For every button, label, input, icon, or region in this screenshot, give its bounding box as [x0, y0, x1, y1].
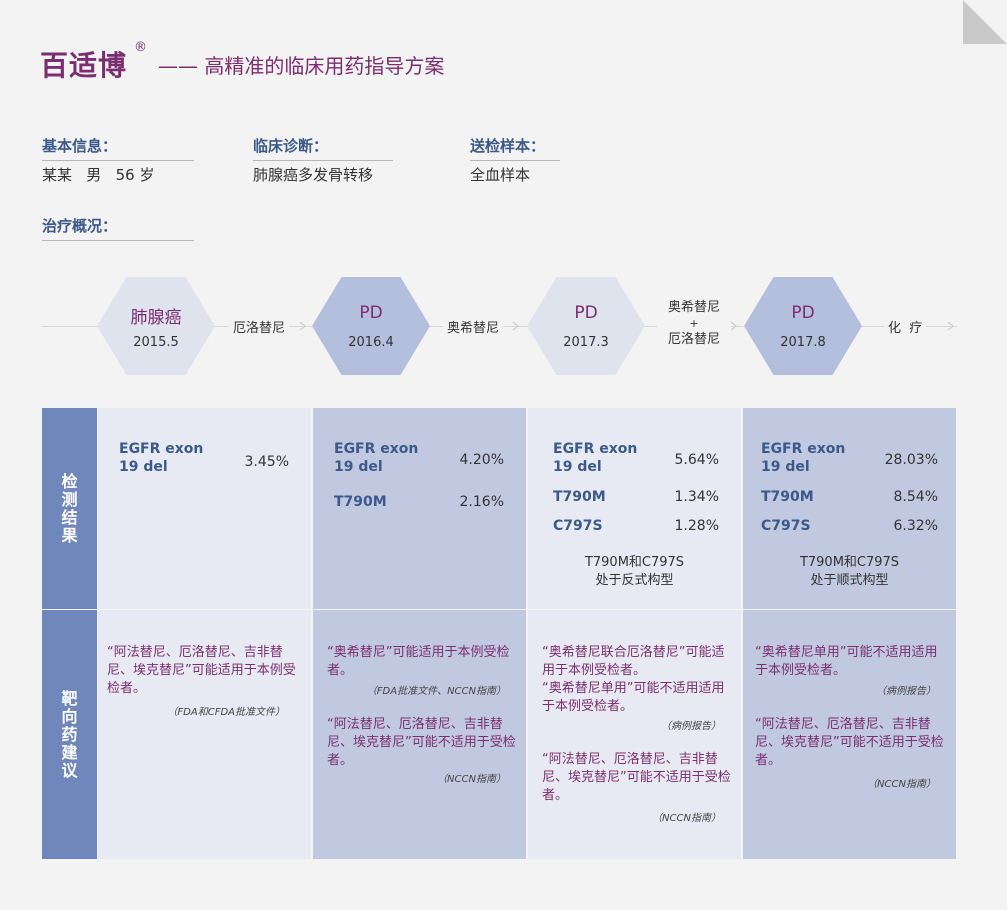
- header-char: 议: [61, 760, 78, 780]
- recommendation-column-1: “阿法替尼、厄洛替尼、吉非替尼、埃克替尼”可能适用于本例受检者。 （FDA和CF…: [98, 610, 311, 859]
- drug-label-2: 奥希替尼: [443, 317, 504, 336]
- gene-name: C797S: [761, 518, 811, 534]
- gene-percent: 4.20%: [459, 452, 504, 468]
- timeline-node-pd-3: PD 2017.8: [744, 277, 862, 375]
- node-date: 2017.3: [563, 335, 609, 350]
- note-line: 处于反式构型: [595, 573, 674, 588]
- gene-percent: 6.32%: [893, 518, 938, 534]
- gene-name: EGFR exon 19 del: [553, 441, 638, 475]
- gene-percent: 2.16%: [459, 494, 504, 510]
- gene-name: T790M: [761, 489, 814, 505]
- diagnosis-value: 肺腺癌多发骨转移: [253, 166, 374, 184]
- gene-name: C797S: [553, 518, 603, 534]
- treatment-label: 治疗概况：: [42, 215, 194, 241]
- recommendation-text: “奥希替尼”可能适用于本例受检者。: [327, 645, 510, 678]
- basic-info-label: 基本信息：: [42, 135, 194, 161]
- arrow-right-icon: [730, 321, 737, 331]
- node-date: 2015.5: [133, 335, 179, 350]
- drug-label-4: 化 疗: [884, 317, 927, 336]
- gene-percent: 8.54%: [893, 489, 938, 505]
- configuration-note: T790M和C797S 处于反式构型: [528, 554, 741, 590]
- header-char: 结: [61, 507, 78, 527]
- result-column-3: EGFR exon 19 del 5.64% T790M 1.34% C797S…: [528, 408, 741, 609]
- gene-name: T790M: [553, 489, 606, 505]
- header-char: 果: [61, 525, 78, 545]
- header-char: 药: [61, 724, 78, 744]
- note-line: T790M和C797S: [799, 555, 900, 570]
- timeline-node-diagnosis: 肺腺癌 2015.5: [97, 277, 215, 375]
- node-title: PD: [574, 303, 598, 323]
- header-char: 靶: [61, 688, 78, 708]
- gene-percent: 5.64%: [674, 452, 719, 468]
- configuration-note: T790M和C797S 处于顺式构型: [743, 554, 956, 590]
- recommendation-source: （FDA和CFDA批准文件）: [167, 707, 285, 718]
- drug-label-3: 奥希替尼 + 厄洛替尼: [657, 300, 731, 348]
- node-date: 2016.4: [348, 335, 394, 350]
- recommendation-column-2: “奥希替尼”可能适用于本例受检者。 （FDA批准文件、NCCN指南） “阿法替尼…: [313, 610, 526, 859]
- drug-label-1: 厄洛替尼: [229, 317, 290, 336]
- header-char: 向: [61, 706, 78, 726]
- arrow-right-icon: [512, 321, 519, 331]
- result-column-4: EGFR exon 19 del 28.03% T790M 8.54% C797…: [743, 408, 956, 609]
- registered-mark: ®: [134, 40, 147, 55]
- diagnosis-label: 临床诊断：: [253, 135, 393, 161]
- timeline-node-pd-2: PD 2017.3: [527, 277, 645, 375]
- gene-name: T790M: [334, 494, 387, 510]
- recommendation-column-4: “奥希替尼单用”可能不适用适用于本例受检者。 （病例报告） “阿法替尼、厄洛替尼…: [743, 610, 956, 859]
- node-title: 肺腺癌: [130, 308, 182, 328]
- recommendation-source: （病例报告）: [876, 686, 936, 697]
- recommendation-text: “奥希替尼单用”可能不适用适用于本例受检者。: [755, 645, 938, 678]
- brand-logo: 百适博: [40, 49, 128, 82]
- result-column-1: EGFR exon 19 del 3.45%: [98, 408, 311, 609]
- gene-percent: 3.45%: [244, 454, 289, 470]
- node-date: 2017.8: [780, 335, 826, 350]
- gene-name: EGFR exon 19 del: [334, 441, 419, 475]
- targeted-drug-header: 靶 向 药 建 议: [42, 610, 97, 859]
- recommendation-text: “奥希替尼联合厄洛替尼”可能适用于本例受检者。: [542, 645, 725, 678]
- recommendation-source: （FDA批准文件、NCCN指南）: [366, 686, 506, 697]
- result-column-2: EGFR exon 19 del 4.20% T790M 2.16%: [313, 408, 526, 609]
- recommendation-text: “阿法替尼、厄洛替尼、吉非替尼、埃克替尼”可能不适用于受检者。: [327, 717, 516, 768]
- recommendation-text: “阿法替尼、厄洛替尼、吉非替尼、埃克替尼”可能适用于本例受检者。: [107, 645, 296, 696]
- recommendation-text: “奥希替尼单用”可能不适用适用于本例受检者。: [542, 681, 725, 714]
- basic-info-value: 某某 男 56 岁: [42, 166, 155, 184]
- recommendation-source: （NCCN指南）: [652, 813, 721, 824]
- note-line: T790M和C797S: [584, 555, 685, 570]
- sample-label: 送检样本：: [470, 135, 560, 161]
- node-title: PD: [359, 303, 383, 323]
- header-char: 建: [61, 742, 78, 762]
- gene-name: EGFR exon 19 del: [761, 441, 846, 475]
- timeline-node-pd-1: PD 2016.4: [312, 277, 430, 375]
- arrow-right-icon: [299, 321, 306, 331]
- gene-percent: 28.03%: [884, 452, 938, 468]
- drug-line: 厄洛替尼: [667, 332, 720, 347]
- detection-results-header: 检 测 结 果: [42, 408, 97, 609]
- note-line: 处于顺式构型: [810, 573, 889, 588]
- recommendation-column-3: “奥希替尼联合厄洛替尼”可能适用于本例受检者。 “奥希替尼单用”可能不适用适用于…: [528, 610, 741, 859]
- recommendation-text: “阿法替尼、厄洛替尼、吉非替尼、埃克替尼”可能不适用于受检者。: [755, 717, 944, 768]
- header-char: 检: [61, 471, 78, 491]
- arrow-right-icon: [947, 321, 954, 331]
- sample-value: 全血样本: [470, 166, 531, 184]
- gene-percent: 1.34%: [674, 489, 719, 505]
- recommendation-source: （NCCN指南）: [437, 774, 506, 785]
- page-fold-corner-icon: [963, 0, 1007, 44]
- recommendation-text: “阿法替尼、厄洛替尼、吉非替尼、埃克替尼”可能不适用于受检者。: [542, 752, 731, 803]
- gene-name: EGFR exon 19 del: [119, 441, 204, 475]
- page-subtitle: —— 高精准的临床用药指导方案: [158, 54, 445, 78]
- plus-sign: +: [689, 317, 699, 330]
- recommendation-source: （病例报告）: [661, 721, 721, 732]
- header-char: 测: [61, 489, 78, 509]
- node-title: PD: [791, 303, 815, 323]
- recommendation-source: （NCCN指南）: [867, 779, 936, 790]
- gene-percent: 1.28%: [674, 518, 719, 534]
- drug-line: 奥希替尼: [667, 300, 720, 315]
